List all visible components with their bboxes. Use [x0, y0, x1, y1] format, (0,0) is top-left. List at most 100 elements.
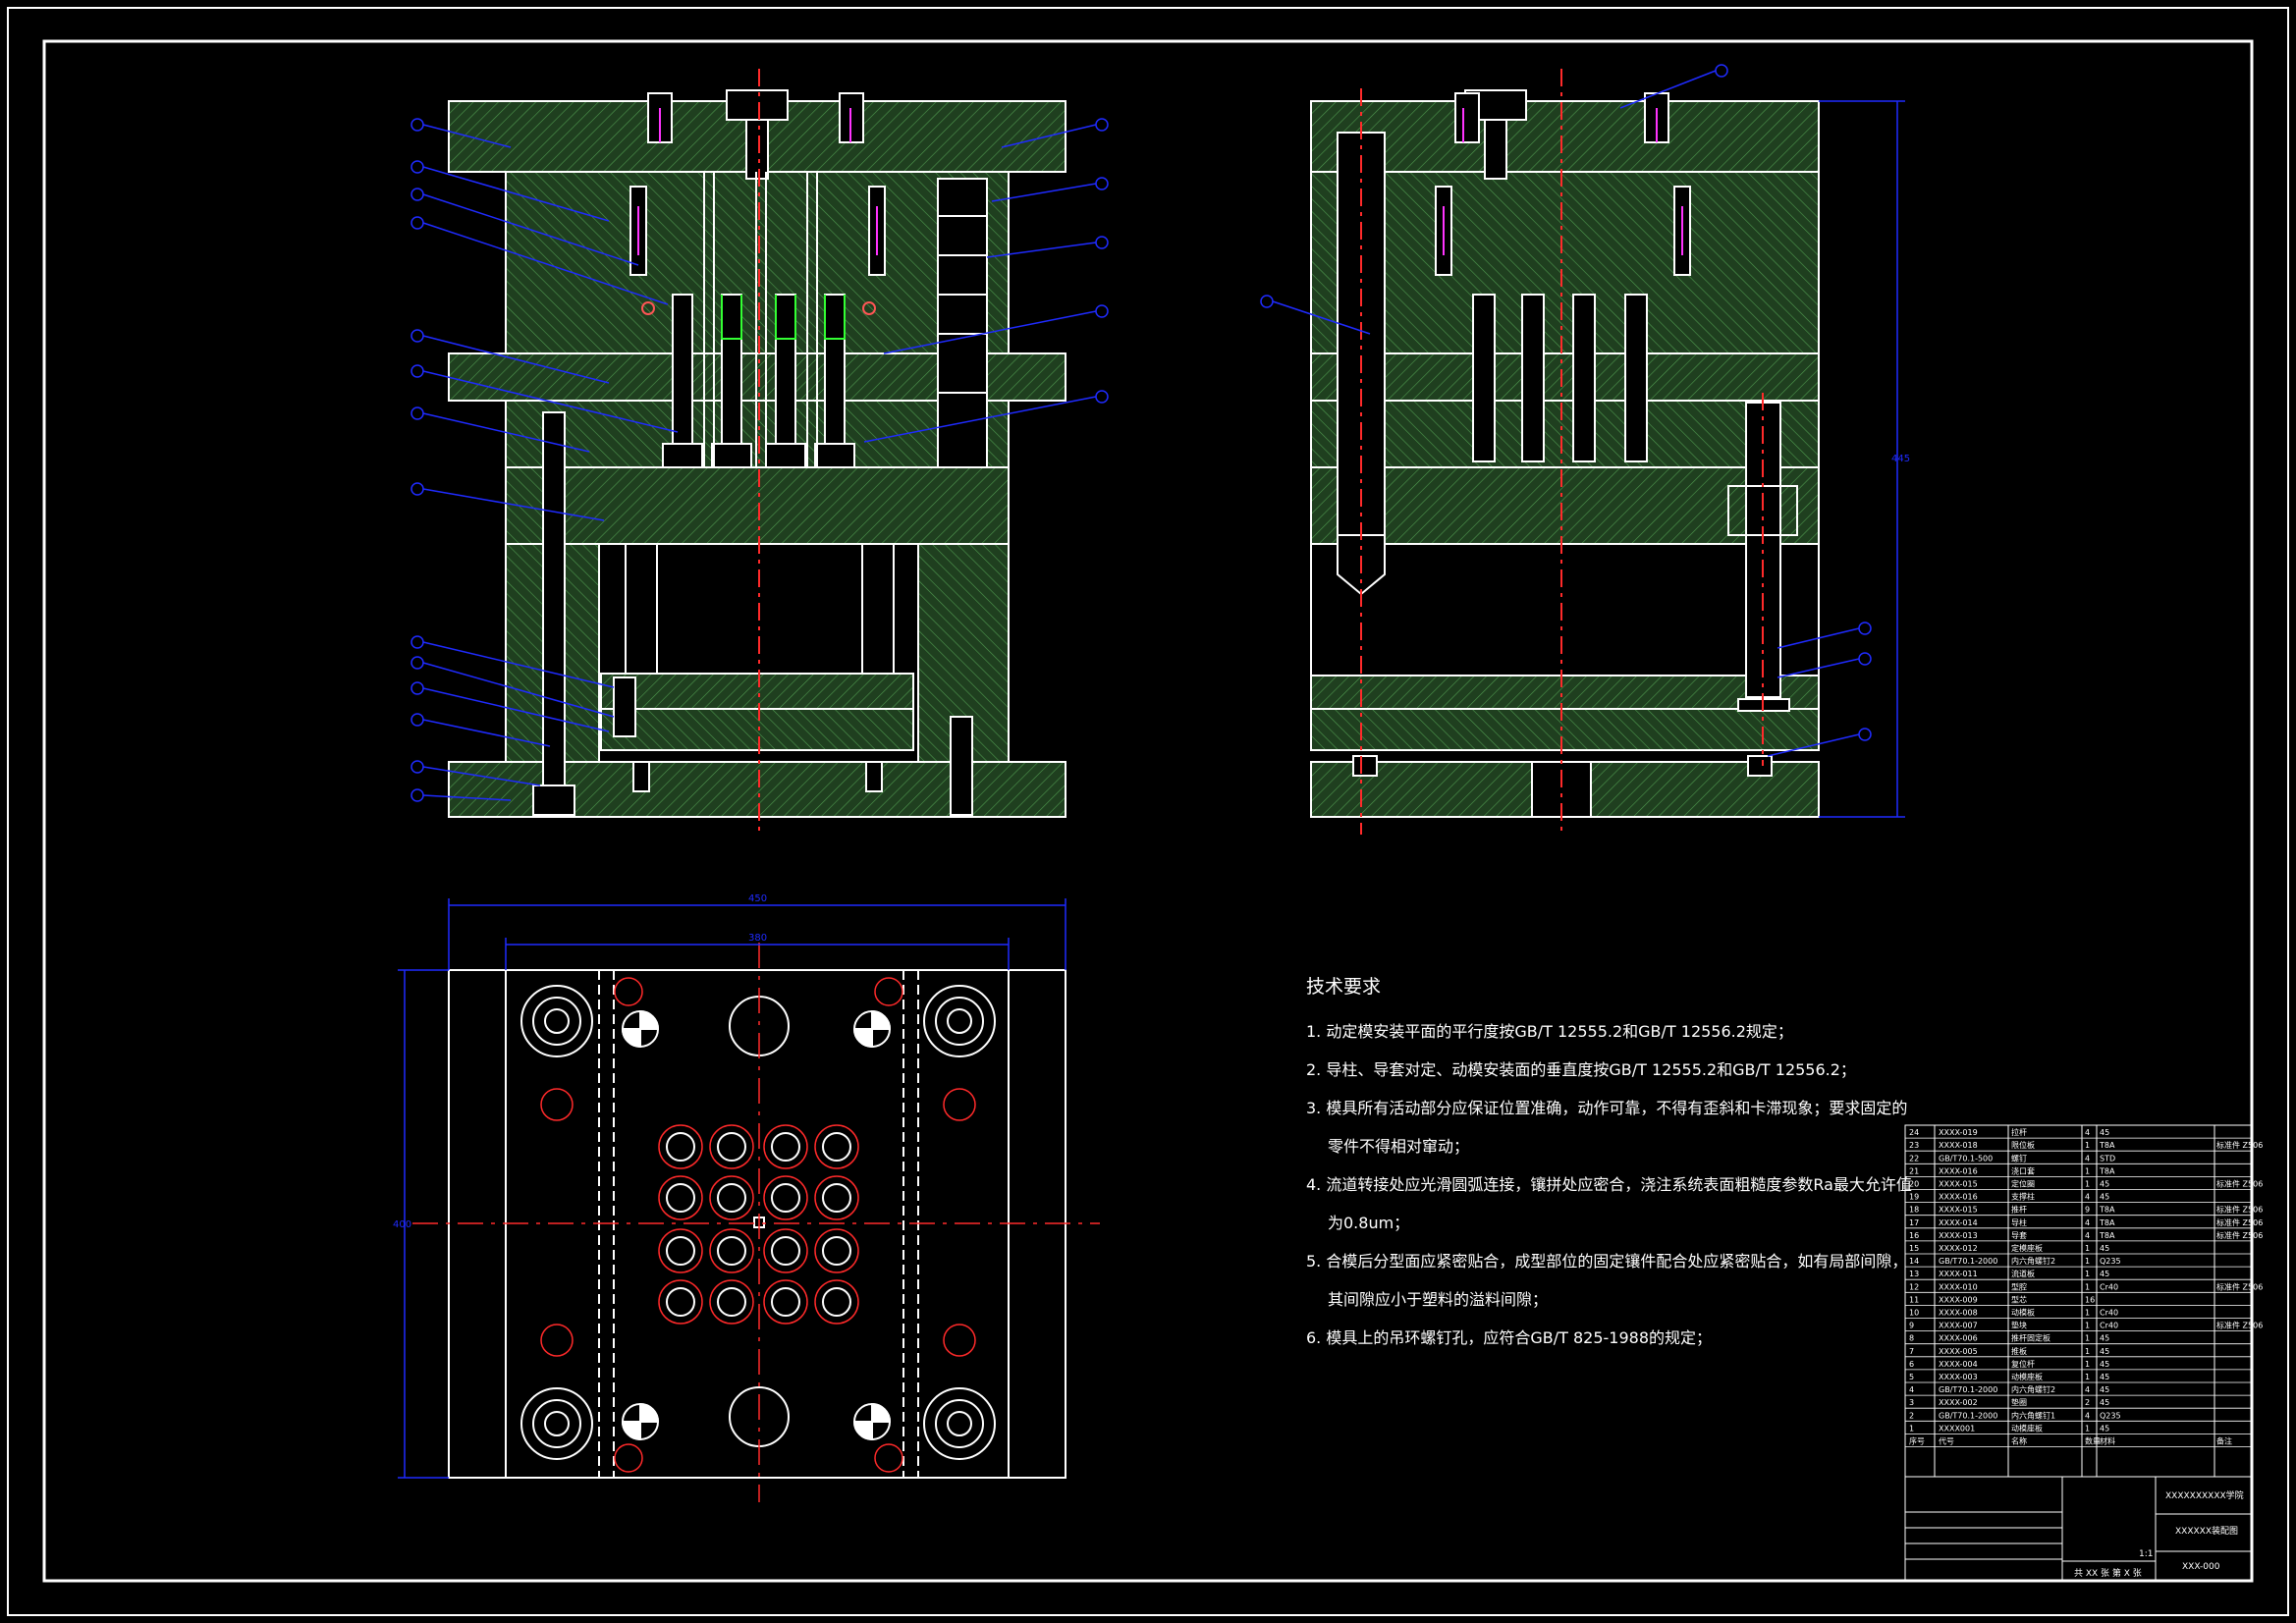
cavity-row-3	[666, 1236, 851, 1266]
bom-cell-code: XXXX-004	[1939, 1360, 1978, 1369]
bom-cell-code: XXXX-019	[1939, 1128, 1978, 1137]
side-section-view	[1310, 89, 1820, 818]
bom-cell-qty: 1	[2085, 1309, 2090, 1318]
outer-border	[7, 7, 2289, 1616]
front-colored-details	[637, 69, 878, 835]
bom-cell-name: 推杆固定板	[2011, 1333, 2050, 1343]
bom-cell-code: XXXX-012	[1939, 1244, 1978, 1253]
bom-cell-no: 序号	[1909, 1436, 1925, 1446]
tech-item-3b: 零件不得相对窜动；	[1328, 1137, 1470, 1156]
tech-requirements: 技术要求 1. 动定模安装平面的平行度按GB/T 12555.2和GB/T 12…	[1306, 972, 1912, 1357]
bom-cell-name: 动模座板	[2011, 1372, 2043, 1381]
bom-cell-qty: 1	[2085, 1373, 2090, 1381]
bom-cell-name: 限位板	[2011, 1140, 2035, 1150]
bom-cell-code: XXXX-007	[1939, 1322, 1978, 1330]
bom-cell-qty: 4	[2085, 1193, 2090, 1202]
bom-cell-name: 垫圈	[2011, 1397, 2027, 1407]
bom-cell-qty: 1	[2085, 1424, 2090, 1433]
bom-cell-name: 浇口套	[2011, 1165, 2035, 1175]
bom-cell-mat: 45	[2100, 1244, 2109, 1253]
bom-cell-name: 名称	[2011, 1436, 2027, 1446]
bom-cell-qty: 4	[2085, 1231, 2090, 1240]
cavity-row-4	[666, 1287, 851, 1317]
bom-cell-note: 标准件 Z506	[2216, 1205, 2263, 1215]
bom-cell-mat: 45	[2100, 1334, 2109, 1343]
bom-cell-qty: 2	[2085, 1398, 2090, 1407]
bom-cell-qty: 4	[2085, 1218, 2090, 1227]
bom-cell-name: 垫块	[2011, 1321, 2027, 1330]
bom-cell-name: 动模座板	[2011, 1423, 2043, 1433]
bom-cell-mat: 45	[2100, 1180, 2109, 1189]
bom-cell-mat: Cr40	[2100, 1322, 2118, 1330]
bom-cell-no: 14	[1909, 1257, 1919, 1266]
tech-item-3: 3. 模具所有活动部分应保证位置准确，动作可靠，不得有歪斜和卡滞现象；要求固定的	[1306, 1099, 1908, 1117]
bom-cell-mat: Cr40	[2100, 1282, 2118, 1291]
bom-cell-qty: 1	[2085, 1257, 2090, 1266]
bom-cell-code: XXXX-009	[1939, 1295, 1978, 1304]
bom-cell-mat: T8A	[2099, 1166, 2115, 1175]
bom-cell-no: 16	[1909, 1231, 1919, 1240]
bom-cell-code: XXXX-011	[1939, 1270, 1978, 1278]
bom-cell-name: 推杆	[2011, 1205, 2027, 1215]
bom-cell-note: 标准件 Z506	[2216, 1230, 2263, 1240]
bom-cell-no: 9	[1909, 1322, 1914, 1330]
tech-item-1: 1. 动定模安装平面的平行度按GB/T 12555.2和GB/T 12556.2…	[1306, 1022, 1793, 1041]
bom-cell-no: 20	[1909, 1180, 1919, 1189]
bom-cell-no: 17	[1909, 1218, 1919, 1227]
bom-cell-note: 标准件 Z506	[2216, 1217, 2263, 1227]
front-section-view	[448, 89, 1066, 818]
bom-cell-qty: 1	[2085, 1244, 2090, 1253]
bom-cell-no: 21	[1909, 1166, 1919, 1175]
bom-cell-name: 动模板	[2011, 1308, 2035, 1318]
dimension-values: 450 380 400 445	[393, 454, 1910, 1230]
bom-cell-mat: 45	[2100, 1193, 2109, 1202]
school-name: XXXXXXXXXX学院	[2165, 1489, 2244, 1501]
bom-cell-qty: 数量	[2085, 1436, 2101, 1446]
dim-height: 400	[393, 1219, 411, 1230]
bom-cell-name: 定位圈	[2011, 1179, 2035, 1189]
bom-cell-name: 内六角螺钉2	[2011, 1256, 2055, 1266]
bom-cell-name: 型腔	[2011, 1281, 2027, 1291]
bom-cell-qty: 1	[2085, 1141, 2090, 1150]
inner-border	[42, 39, 2254, 1583]
tech-title: 技术要求	[1306, 976, 1382, 998]
bom-cell-mat: 45	[2100, 1424, 2109, 1433]
bom-cell-mat: 45	[2100, 1128, 2109, 1137]
bom-cell-note: 标准件 Z506	[2216, 1281, 2263, 1291]
dim-overall-width: 450	[748, 893, 767, 904]
bom-cell-no: 23	[1909, 1141, 1919, 1150]
side-callouts	[1260, 64, 1905, 818]
bom-cell-name: 推板	[2011, 1346, 2027, 1356]
bom-cell-name: 内六角螺钉2	[2011, 1384, 2055, 1394]
bom-cell-mat: 45	[2100, 1347, 2109, 1356]
bom-cell-code: XXXX-002	[1939, 1398, 1978, 1407]
drawing-name: XXXXXX装配图	[2175, 1525, 2238, 1537]
bom-cell-code: XXXX-005	[1939, 1347, 1978, 1356]
tech-item-5b: 其间隙应小于塑料的溢料间隙；	[1328, 1290, 1549, 1309]
bom-cell-name: 定模座板	[2011, 1243, 2043, 1253]
bom-cell-name: 复位杆	[2011, 1359, 2035, 1369]
bom-cell-qty: 1	[2085, 1360, 2090, 1369]
bom-cell-qty: 4	[2085, 1385, 2090, 1394]
cavity-row-1	[666, 1132, 851, 1162]
sheet-count: 共 XX 张 第 X 张	[2074, 1567, 2142, 1579]
bom-cell-code: XXXX-015	[1939, 1180, 1978, 1189]
dim-plate-width: 380	[748, 933, 767, 944]
bom-cell-qty: 4	[2085, 1411, 2090, 1420]
cavity-row-2	[666, 1183, 851, 1213]
bom-cell-no: 12	[1909, 1282, 1919, 1291]
bom-cell-mat: 45	[2100, 1360, 2109, 1369]
dim-side-height: 445	[1891, 454, 1910, 464]
tech-item-2: 2. 导柱、导套对定、动模安装面的垂直度按GB/T 12555.2和GB/T 1…	[1306, 1060, 1856, 1079]
bom-cell-name: 流道板	[2011, 1269, 2035, 1278]
bom-cell-name: 型芯	[2011, 1294, 2027, 1304]
scale: 1:1	[2139, 1549, 2153, 1559]
bom-cell-code: XXXX-010	[1939, 1282, 1978, 1291]
bom-cell-qty: 1	[2085, 1334, 2090, 1343]
bom-cell-name: 导套	[2011, 1230, 2027, 1240]
bom-cell-mat: Q235	[2100, 1257, 2121, 1266]
bom-cell-code: XXXX001	[1939, 1424, 1975, 1433]
bom-cell-no: 15	[1909, 1244, 1919, 1253]
bom-cell-qty: 1	[2085, 1270, 2090, 1278]
bom-cell-code: XXXX-013	[1939, 1231, 1978, 1240]
